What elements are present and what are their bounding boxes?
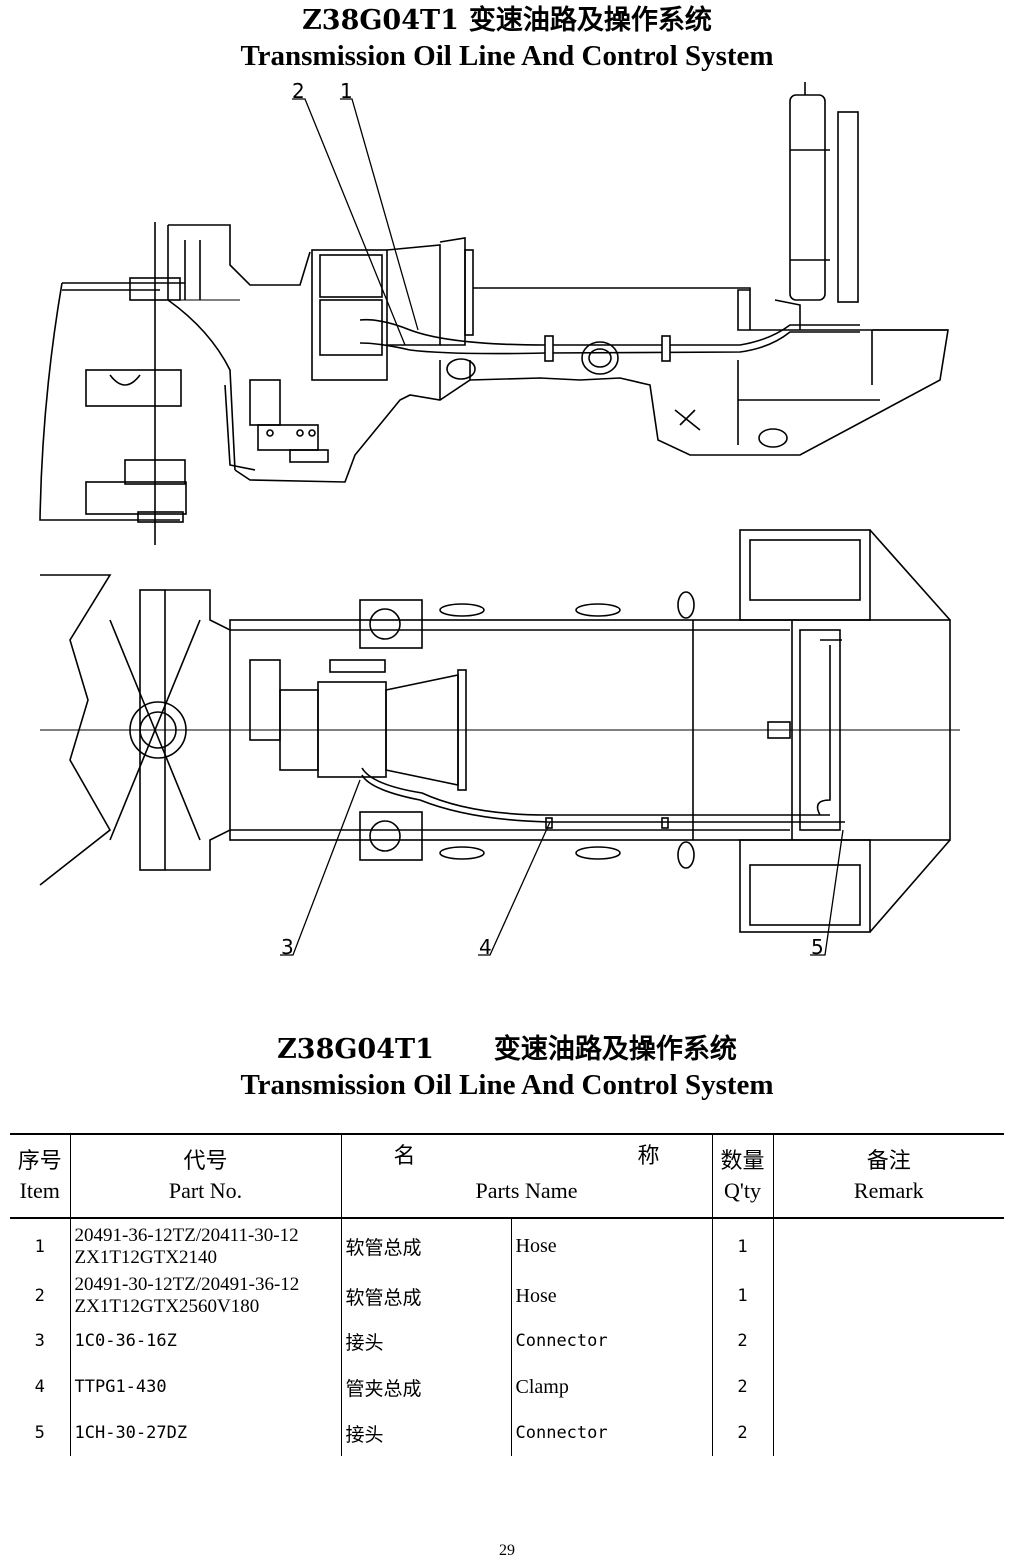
drawing-title-en: Transmission Oil Line And Control System <box>240 40 774 72</box>
cell-remark <box>772 1318 1004 1364</box>
table-title-en: Transmission Oil Line And Control System <box>240 1069 774 1101</box>
cell-remark <box>772 1218 1004 1274</box>
cell-name-en: Hose <box>510 1218 712 1274</box>
cell-part-no: 1CH-30-27DZ <box>69 1410 341 1456</box>
table-title-cn-text: 变速油路及操作系统 <box>493 1034 737 1065</box>
page-number: 29 <box>499 1542 515 1559</box>
cell-qty: 2 <box>711 1410 773 1456</box>
cell-name-en: Connector <box>510 1410 712 1456</box>
cell-item: 5 <box>34 1423 45 1443</box>
cell-name-cn: 接头 <box>340 1410 511 1456</box>
cell-name-en: Clamp <box>510 1364 712 1410</box>
drawing-code: Z38G04T1 <box>302 5 459 36</box>
cell-name-cn: 软管总成 <box>340 1218 511 1274</box>
cell-item: 1 <box>34 1236 45 1257</box>
cell-name-en: Connector <box>510 1318 712 1364</box>
cell-remark <box>772 1274 1004 1318</box>
callout-label: 2 <box>292 79 305 103</box>
cell-qty: 2 <box>711 1364 773 1410</box>
cell-item: 4 <box>34 1377 45 1397</box>
cell-part-no: 1C0-36-16Z <box>69 1318 341 1364</box>
cell-name-cn: 软管总成 <box>340 1274 511 1318</box>
table-title-code: Z38G04T1 <box>277 1034 434 1065</box>
callout-label: 4 <box>479 935 492 959</box>
table-row: 4 TTPG1-430 管夹总成 Clamp 2 <box>10 1364 1004 1410</box>
callout-label: 1 <box>340 79 353 103</box>
callout-labels: 1 2 3 4 5 <box>281 79 824 959</box>
cell-name-cn: 接头 <box>340 1318 511 1364</box>
table-title: Z38G04T1 变速油路及操作系统 Transmission Oil Line … <box>0 1033 1014 1103</box>
transmission-drawing: 1 2 3 4 5 <box>39 79 960 959</box>
cell-remark <box>772 1364 1004 1410</box>
cell-qty: 1 <box>711 1274 773 1318</box>
cell-item: 2 <box>34 1286 45 1306</box>
cell-name-en: Hose <box>510 1274 712 1318</box>
cell-name-cn: 管夹总成 <box>340 1364 511 1410</box>
top-view <box>39 529 960 933</box>
cell-qty: 1 <box>711 1218 773 1274</box>
drawing-title: Z38G04T1 变速油路及操作系统 Transmission Oil Line … <box>0 4 1014 74</box>
cell-part-no: TTPG1-430 <box>69 1364 341 1410</box>
callout-label: 5 <box>811 935 824 959</box>
callout-leaders <box>280 98 844 956</box>
table-row: 3 1C0-36-16Z 接头 Connector 2 <box>10 1318 1004 1364</box>
table-row: 5 1CH-30-27DZ 接头 Connector 2 <box>10 1410 1004 1456</box>
side-view <box>39 82 949 545</box>
table-title-cn: Z38G04T1 变速油路及操作系统 <box>0 1033 1014 1067</box>
callout-label: 3 <box>281 935 294 959</box>
cell-remark <box>772 1410 1004 1456</box>
cell-item: 3 <box>34 1331 45 1351</box>
drawing-title-cn: Z38G04T1 变速油路及操作系统 <box>0 4 1014 38</box>
cell-qty: 2 <box>711 1318 773 1364</box>
drawing-title-cn-text: 变速油路及操作系统 <box>468 5 712 36</box>
